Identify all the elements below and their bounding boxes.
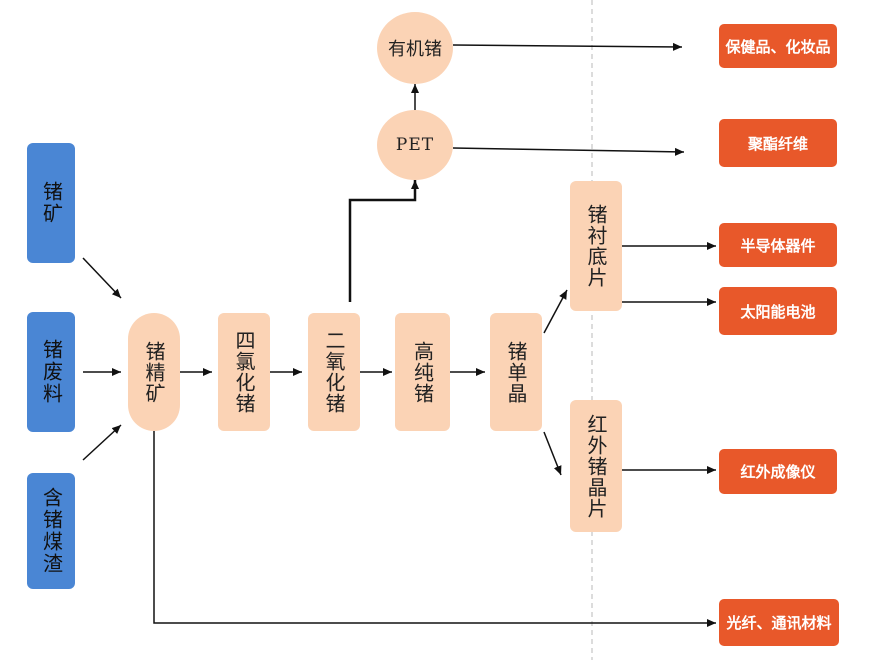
- node-germanium-single-crystal: 锗单晶: [490, 313, 542, 431]
- node-high-purity-germanium: 高纯锗: [395, 313, 450, 431]
- product-infrared-imager: 红外成像仪: [719, 449, 837, 494]
- arrow-slag-to-concentrate: [82, 424, 122, 461]
- product-health-cosmetics: 保健品、化妆品: [719, 24, 837, 68]
- node-germanium-substrate-wafer: 锗衬底片: [570, 181, 622, 311]
- node-infrared-germanium-wafer: 红外锗晶片: [570, 400, 622, 532]
- node-organic-germanium: 有机锗: [377, 12, 453, 84]
- arrow-ore-to-concentrate: [82, 257, 122, 299]
- product-solar-cells: 太阳能电池: [719, 287, 837, 335]
- node-pet: PET: [377, 110, 453, 180]
- arrow-concentrate-to-optical: [153, 430, 716, 627]
- arrow-single-crystal-to-infrared: [543, 431, 562, 476]
- source-germanium-coal-slag: 含锗煤渣: [27, 473, 75, 589]
- arrow-organic-to-health: [452, 42, 683, 51]
- arrow-single-crystal-to-substrate: [543, 289, 568, 334]
- product-optical-fiber-communication: 光纤、通讯材料: [719, 599, 839, 646]
- node-germanium-tetrachloride: 四氯化锗: [218, 313, 270, 431]
- node-germanium-dioxide: 二氧化锗: [308, 313, 360, 431]
- product-polyester-fiber: 聚酯纤维: [719, 119, 837, 167]
- arrow-dioxide-to-pet: [348, 180, 419, 302]
- source-germanium-ore: 锗矿: [27, 143, 75, 263]
- arrow-pet-to-fiber: [452, 147, 685, 156]
- node-germanium-concentrate: 锗精矿: [128, 313, 180, 431]
- source-germanium-scrap: 锗废料: [27, 312, 75, 432]
- product-semiconductor-devices: 半导体器件: [719, 223, 837, 267]
